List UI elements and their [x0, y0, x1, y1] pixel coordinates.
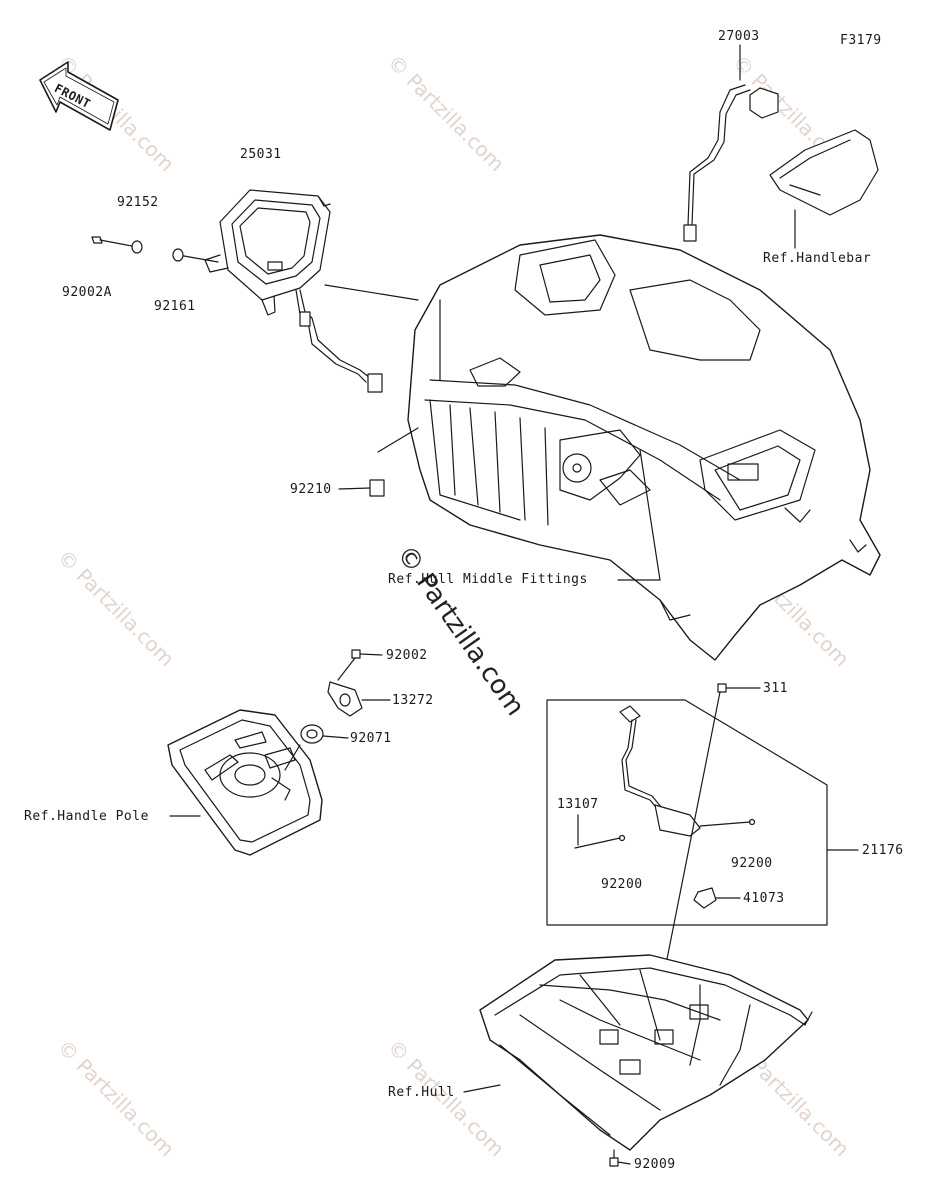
callout-25031: 25031: [240, 147, 282, 162]
callout-27003: 27003: [718, 29, 760, 44]
ref-hull-middle-fittings: Ref.Hull Middle Fittings: [388, 572, 588, 587]
kit-box-21176: [546, 699, 859, 926]
meter-assembly: [204, 189, 419, 393]
bolt-92002: [337, 649, 383, 681]
washer-92152: [131, 240, 143, 254]
callout-92002A: 92002A: [62, 285, 112, 300]
nut-92161: [172, 248, 184, 262]
callout-311: 311: [763, 681, 788, 696]
bracket-13272: [327, 681, 391, 717]
handle-pole-plate: [167, 709, 323, 856]
callout-92210: 92210: [290, 482, 332, 497]
handlebar-cover: [769, 129, 879, 249]
bolt-92002A: [91, 236, 133, 247]
callout-92002: 92002: [386, 648, 428, 663]
ref-handle-pole: Ref.Handle Pole: [24, 809, 149, 824]
grommet-92071: [284, 724, 349, 771]
sensor-27003: [683, 44, 779, 242]
callout-92009: 92009: [634, 1157, 676, 1172]
callout-13107: 13107: [557, 797, 599, 812]
callout-41073: 41073: [743, 891, 785, 906]
ref-hull: Ref.Hull: [388, 1085, 455, 1100]
callout-92200-right: 92200: [731, 856, 773, 871]
callout-92071: 92071: [350, 731, 392, 746]
front-arrow-icon: [39, 61, 119, 131]
ref-handlebar: Ref.Handlebar: [763, 251, 872, 266]
callout-92152: 92152: [117, 195, 159, 210]
hull-middle-fittings: [377, 234, 881, 661]
hull-bottom: [463, 954, 813, 1151]
callout-21176: 21176: [862, 843, 904, 858]
callout-13272: 13272: [392, 693, 434, 708]
callout-92200-left: 92200: [601, 877, 643, 892]
clip-92210: [369, 479, 385, 497]
screw-92009: [609, 1149, 631, 1167]
callout-92161: 92161: [154, 299, 196, 314]
diagram-code: F3179: [840, 33, 882, 48]
